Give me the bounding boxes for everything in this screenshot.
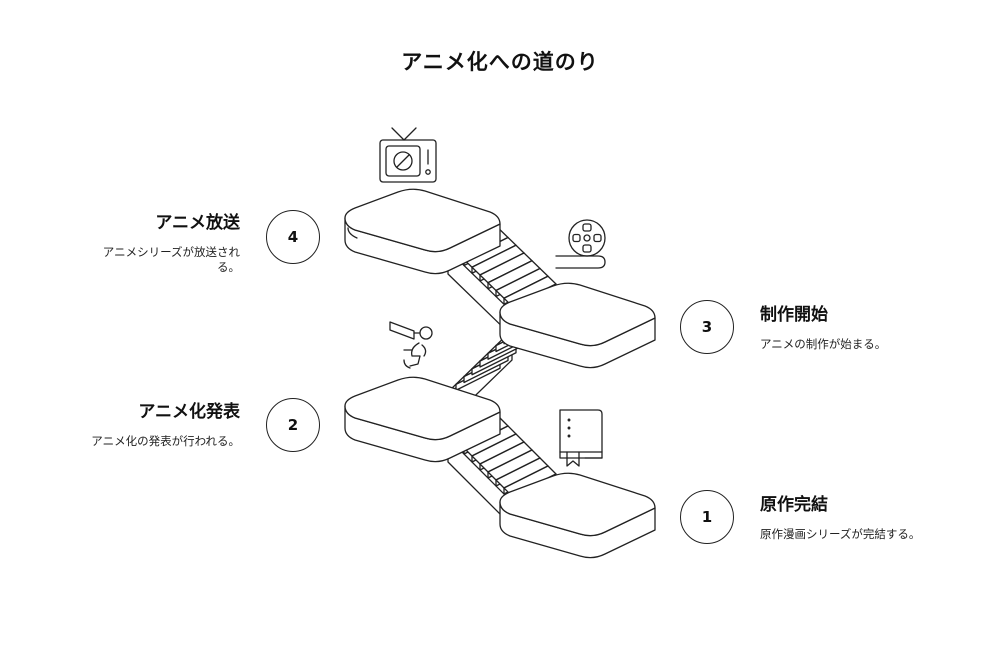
- television-icon: [379, 127, 437, 183]
- step-description: 原作漫画シリーズが完結する。: [760, 527, 921, 541]
- step-number-badge: 4: [266, 210, 320, 264]
- platform-1: [499, 472, 656, 559]
- step-number-badge: 1: [680, 490, 734, 544]
- step-title: 制作開始: [760, 305, 828, 325]
- platform-3: [499, 282, 656, 369]
- step-description: アニメ化の発表が行われる。: [91, 434, 240, 448]
- step-title: 原作完結: [760, 495, 828, 515]
- step-title: アニメ放送: [155, 213, 240, 233]
- film-reel-icon: [555, 219, 606, 269]
- announcer-megaphone-icon: [389, 321, 433, 369]
- platform-4: [344, 188, 501, 275]
- step-3-text: 制作開始 アニメの制作が始まる。: [760, 300, 960, 352]
- step-1-text: 原作完結 原作漫画シリーズが完結する。: [760, 490, 930, 542]
- book-bookmark-icon: [559, 409, 603, 467]
- page-title: アニメ化への道のり: [401, 50, 599, 74]
- step-2-text: アニメ化発表 アニメ化の発表が行われる。: [70, 397, 240, 449]
- step-description: アニメの制作が始まる。: [760, 337, 887, 351]
- step-4-text: アニメ放送 アニメシリーズが放送される。: [70, 208, 240, 275]
- step-description: アニメシリーズが放送される。: [102, 245, 240, 274]
- platform-2: [344, 376, 501, 463]
- step-number-badge: 3: [680, 300, 734, 354]
- step-number-badge: 2: [266, 398, 320, 452]
- step-title: アニメ化発表: [138, 402, 240, 422]
